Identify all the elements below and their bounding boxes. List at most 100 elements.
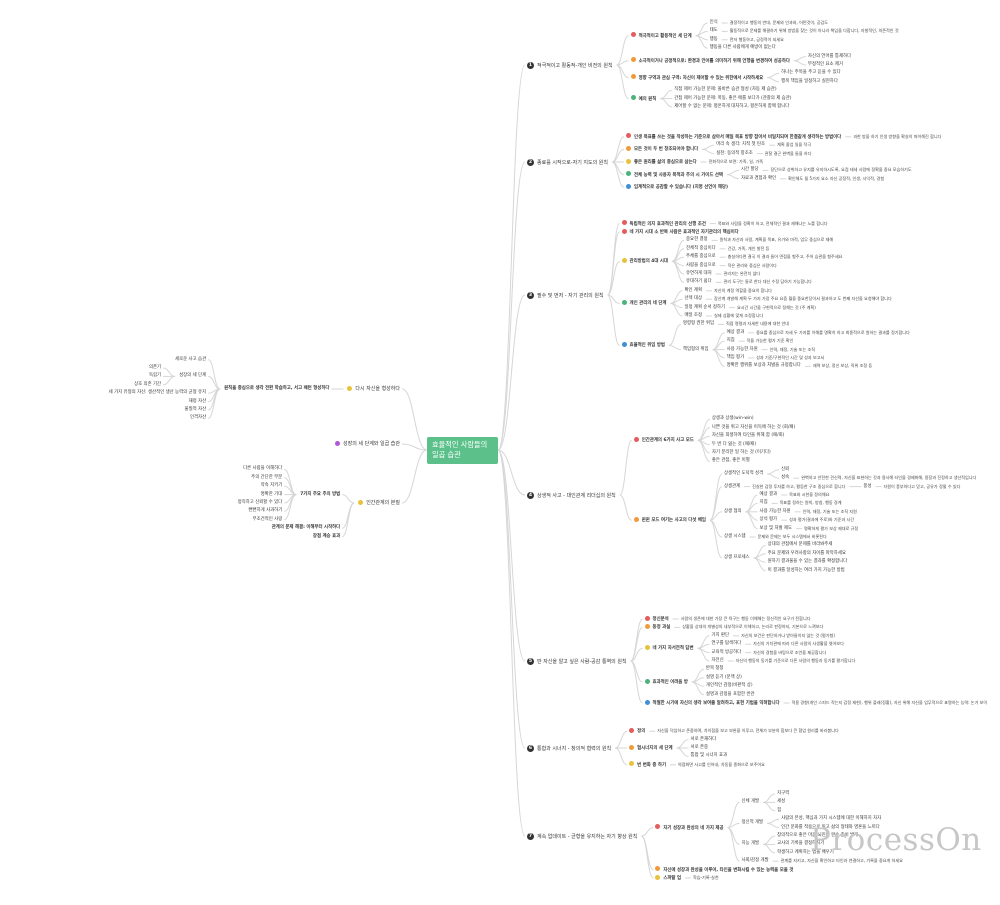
branch-node[interactable]: 가치 판단 [712,633,730,639]
branch-node[interactable]: 상호 의존 기간 [134,382,161,388]
branch-node[interactable]: 자기 성장과 완성의 네 가지 제공 [655,824,724,832]
branch-node[interactable]: 책임형의 위임 [683,347,709,353]
left-branch-1[interactable]: 성장의 세 단계와 일곱 습관 [335,440,400,447]
branch-node[interactable]: 지능 개발 [742,841,760,847]
branch-node[interactable]: 간접 제어 가능한 문제: 폭동, 좋은 애를 보다가 (관찰의 제 습관) [674,96,791,102]
branch-node[interactable]: 스파랄 업 [655,874,681,882]
branch-node[interactable]: 일정 계획 순서 정하기 [684,305,725,311]
branch-node[interactable]: 상생적인 도덕적 성격 [724,471,763,477]
branch-node[interactable]: 중요한 결정 [686,237,708,243]
branch-node[interactable]: 물질적 자산 [185,407,207,413]
branch-node[interactable]: 부정적인 요소 제거 [808,62,843,68]
branch-node[interactable]: 인식 [710,20,718,26]
branch-node[interactable]: 반복 청청 [706,666,724,672]
branch-node[interactable]: 상생 프로세스 [724,555,750,561]
branch-node[interactable]: 시간 할당 [741,167,759,173]
branch-node[interactable]: 유대하기 쉽다 [686,279,712,285]
branch-node[interactable]: 성장의 세 단계 [179,373,206,379]
branch-node[interactable]: 자신에 성장과 완성을 이루어, 타인을 변화시킬 수 있는 능력을 모을 것 [655,866,793,874]
branch-node[interactable]: 설명과 감정을 포함한 반관 [706,692,755,698]
branch-node[interactable]: 전체 능력 및 사용자 목적과 주의 시 가이드 선택 [625,171,723,179]
branch-node[interactable]: 책임 평가 [727,355,745,361]
branch-node[interactable]: 적절한 시기에 자신의 생각 보여줄 알려하고, 표현 기법을 익혀합니다 [644,699,780,707]
branch-node[interactable]: 행동을 다른 사람에게 예방이 없는다 [710,45,776,51]
branch-node[interactable]: 좋은 관점, 좋은 이별 [712,458,750,464]
branch-node[interactable]: 네 가지 자서전적 답변 [644,644,694,652]
branch-node[interactable]: 선택 대상 [684,296,702,302]
branch-node[interactable]: 적극적이고 활동적인 세 단계 [630,32,692,40]
branch-node[interactable]: 자기 분리한 일 하는 것 (이기다) [712,450,771,456]
branch-node[interactable]: 사용 가능한 자원 [760,509,791,515]
branch-node[interactable]: 주의 간단한 부분 [251,475,282,481]
branch-node[interactable]: 세 가지 유형의 자신: 생산적인 생산 능력의 균형 유지 [109,390,206,396]
branch-node[interactable]: 의존기 [149,365,161,371]
branch-node[interactable]: 네 가지 시대 소 반복 사람은 효과적인 자기관리의 핵심이다 [621,228,739,236]
branch-node[interactable]: 실천: 동의적 창조조 [716,151,753,157]
branch-node[interactable]: 인간관계의 6가지 사고 모드 [633,436,694,444]
branch-node[interactable]: 연구를 탐색하다 [712,641,742,647]
branch-node[interactable]: 행복 책임을 일정하고 실현하다 [781,79,838,85]
branch-node[interactable]: 자료과 경험과 확인 [741,176,776,182]
branch-node[interactable]: 관리방법의 4대 시대 [621,257,668,265]
branch-node[interactable]: 서로 존재하다 [691,737,717,743]
branch-node[interactable]: 정의 [629,727,645,735]
branch-node[interactable]: 사람을 중심으로 [686,263,716,269]
branch-node[interactable]: 직접 제어 가능한 문제: 올바른 습관 형성 (자동 제 습관) [674,87,776,93]
branch-node[interactable]: 재정 자산 [189,399,207,405]
branch-node[interactable]: 성숙 [781,475,789,481]
branch-node[interactable]: 두 번 다 잃는 것 (패/패) [712,442,756,448]
branch-node[interactable]: 소극적이거나 긍정적으로: 환경과 언어를 의미하기 위해 언행을 변경하여 성… [630,57,790,65]
branch-node[interactable]: 보상 및 처벌 제도 [760,526,792,532]
branch-node[interactable]: 명확한 기대 [261,492,283,498]
branch-node[interactable]: 예상 결과 [727,330,745,336]
branch-node[interactable]: 명령형 권한 위임 [683,321,714,327]
branch-node[interactable]: 지침 [727,338,735,344]
branch-node[interactable]: 상석 평가 [760,517,778,523]
branch-node[interactable]: 원하기 결과물을 수 있는 결과를 확정합니다 [768,559,848,565]
branch-node[interactable]: 효과적인 어려움 방 [644,678,688,686]
branch-node[interactable]: 사람의 본성, 핵심과 가치 시스템에 대한 이해하지 자자 [781,816,881,822]
branch-node[interactable]: 협시너지의 세 단계 [629,744,673,752]
branch-node[interactable]: 교육적 방공하다 [712,650,742,656]
branch-node[interactable]: 태도 [710,28,718,34]
left-branch-2[interactable]: 인간관계의 본질 [358,499,400,506]
branch-node[interactable]: 정신분석 [644,615,669,623]
left-branch-0[interactable]: 다시 자신을 형성하다 [347,385,400,392]
branch-node[interactable]: 세로운 사고 습관 [175,357,206,363]
branch-node[interactable]: 정신적 개발 [742,820,764,826]
branch-node[interactable]: 자신을 희생하여 타인을 위해 함 (패/회) [712,433,784,439]
branch-node[interactable]: 상생 시스템 [724,534,746,540]
branch-node[interactable]: 번 변화 중 하기 [629,761,666,769]
branch-node[interactable]: 주요 문제와 우려사항의 차이를 파악하세요 [768,551,846,557]
branch-node[interactable]: 명확한 행위를 보상과 처벌을 규정합니다 [727,363,801,369]
root-topic[interactable]: 효율적인 사람들의 일곱 습관 [427,437,498,464]
branch-node[interactable]: 서로 존중 [691,745,709,751]
branch-node[interactable]: 무조건적인 사랑 [253,517,283,523]
branch-node[interactable]: 관계의 문제 해결: 이해부터 시작하다 [272,525,340,531]
branch-node[interactable]: 독립적인 의지 효과적인 관리의 선행 조건 [621,220,706,228]
branch-node[interactable]: 예의 원칙 [630,95,656,103]
branch-node[interactable]: 모든 것이 두 번 창조되어야 합니다 [625,145,698,153]
branch-node[interactable]: 신뢰 [781,467,789,473]
branch-node[interactable]: 풍성 [863,484,871,490]
branch-node[interactable]: 동정 과실 [644,623,670,631]
branch-node[interactable]: 다른 사람을 이해하다 [243,466,282,472]
branch-node[interactable]: 원칙을 중심으로 생각 전환 학습하고, 서고 패턴 형성하다 [224,386,329,392]
branch-node[interactable]: 독립기 [149,373,161,379]
branch-node[interactable]: 윈윈 모드 여기는 사고의 다섯 배임 [633,516,706,524]
branch-node[interactable]: 인생 목표를 쓰는 것을 작성하는 기준으로 삼아서 매일 목표 방향 잡아서 … [625,133,841,141]
branch-node[interactable]: 좋은 원리를 삶의 중심으로 삼는다 [625,158,697,166]
branch-node[interactable]: 주체를 중심으로 [686,254,716,260]
branch-node[interactable]: 상대의 관점에서 문제를 바라봐주세 [768,542,833,548]
branch-node[interactable]: 신체 개발 [742,799,760,805]
branch-node[interactable]: 지구력 [777,791,789,797]
branch-node[interactable]: 장점 계승 효과 [313,534,340,540]
branch-node[interactable]: 정직하고 신뢰할 수 있다 [238,500,283,506]
branch-node[interactable]: 행동 [710,37,718,43]
branch-node[interactable]: 유연하게 대처 [686,271,712,277]
branch-node[interactable]: 자전신 [712,658,724,664]
branch-node[interactable]: 임계적으로 공감할 수 있습니다 (지명 선언이 해당) [625,183,728,191]
